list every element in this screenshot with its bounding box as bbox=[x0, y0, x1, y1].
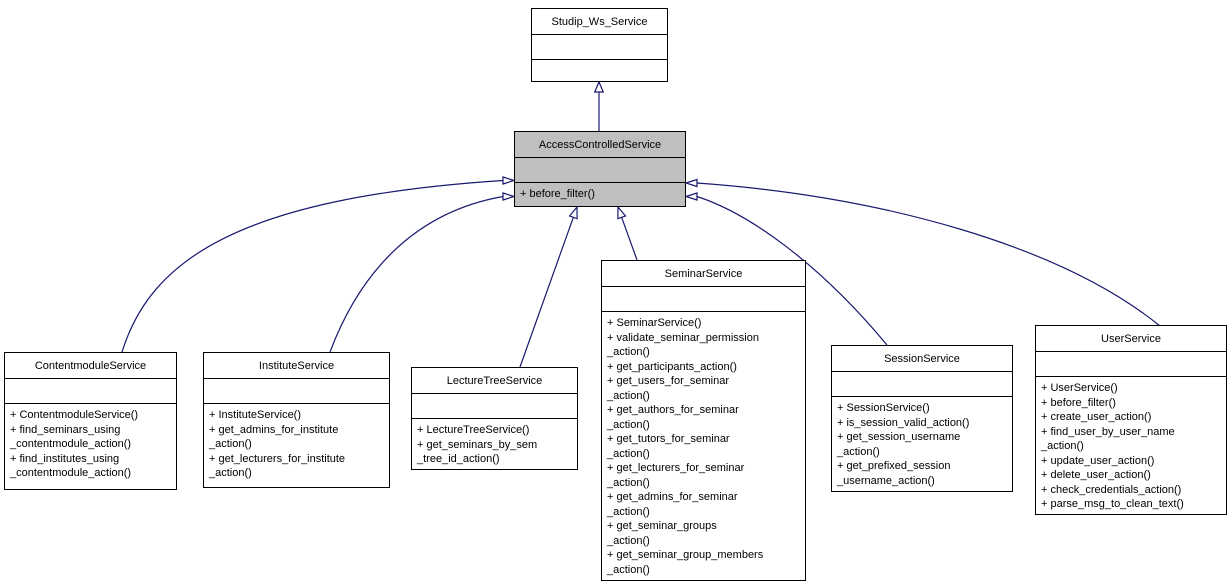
class-methods: + ContentmoduleService() + find_seminars… bbox=[10, 409, 139, 479]
edge-user-to-access bbox=[696, 182, 1161, 327]
inheritance-arrowhead-lecturetree bbox=[568, 205, 578, 220]
class-box-user-service[interactable]: UserService + UserService() + before_fil… bbox=[1035, 325, 1227, 515]
class-methods bbox=[532, 60, 667, 81]
class-methods: + LectureTreeService() + get_seminars_by… bbox=[417, 424, 538, 465]
class-attributes-empty bbox=[602, 287, 805, 312]
class-attributes-empty bbox=[515, 158, 685, 183]
class-attributes-empty bbox=[532, 35, 667, 60]
class-methods: + SessionService() + is_session_valid_ac… bbox=[837, 402, 970, 487]
class-box-studip-ws-service[interactable]: Studip_Ws_Service bbox=[531, 8, 668, 82]
class-name: UserService bbox=[1036, 326, 1226, 352]
edge-group bbox=[121, 80, 1161, 368]
class-box-seminar-service[interactable]: SeminarService + SeminarService() + vali… bbox=[601, 260, 806, 581]
edge-institute-to-access bbox=[329, 195, 504, 353]
edge-lecturetree-to-access bbox=[519, 217, 574, 368]
class-name: InstituteService bbox=[204, 353, 389, 379]
class-box-institute-service[interactable]: InstituteService + InstituteService() + … bbox=[203, 352, 390, 488]
class-box-access-controlled-service: AccessControlledService + before_filter(… bbox=[514, 131, 686, 207]
class-attributes-empty bbox=[204, 379, 389, 404]
inheritance-arrowhead-institute bbox=[502, 192, 516, 201]
class-name: Studip_Ws_Service bbox=[532, 9, 667, 35]
class-name: ContentmoduleService bbox=[5, 353, 176, 379]
inheritance-arrowhead-seminar bbox=[617, 205, 627, 220]
class-name: LectureTreeService bbox=[412, 368, 577, 394]
inheritance-arrowhead-session bbox=[684, 192, 698, 201]
class-name: SeminarService bbox=[602, 261, 805, 287]
edge-session-to-access bbox=[696, 195, 888, 346]
class-box-session-service[interactable]: SessionService + SessionService() + is_s… bbox=[831, 345, 1013, 492]
class-attributes-empty bbox=[832, 372, 1012, 397]
class-methods: + SeminarService() + validate_seminar_pe… bbox=[607, 317, 764, 576]
class-attributes-empty bbox=[412, 394, 577, 419]
inheritance-arrowhead-contentmodule bbox=[502, 176, 516, 185]
class-methods: + UserService() + before_filter() + crea… bbox=[1041, 382, 1184, 510]
class-name: SessionService bbox=[832, 346, 1012, 372]
class-methods: + InstituteService() + get_admins_for_in… bbox=[209, 409, 346, 479]
class-methods: + before_filter() bbox=[520, 188, 595, 200]
edge-contentmodule-to-access bbox=[121, 179, 504, 353]
edge-seminar-to-access bbox=[621, 217, 638, 261]
class-attributes-empty bbox=[1036, 352, 1226, 377]
class-name: AccessControlledService bbox=[515, 132, 685, 158]
inheritance-arrowhead-studip bbox=[593, 80, 605, 93]
class-box-lecturetree-service[interactable]: LectureTreeService + LectureTreeService(… bbox=[411, 367, 578, 470]
class-attributes-empty bbox=[5, 379, 176, 404]
inheritance-arrowhead-user bbox=[684, 178, 698, 188]
class-box-contentmodule-service[interactable]: ContentmoduleService + ContentmoduleServ… bbox=[4, 352, 177, 490]
